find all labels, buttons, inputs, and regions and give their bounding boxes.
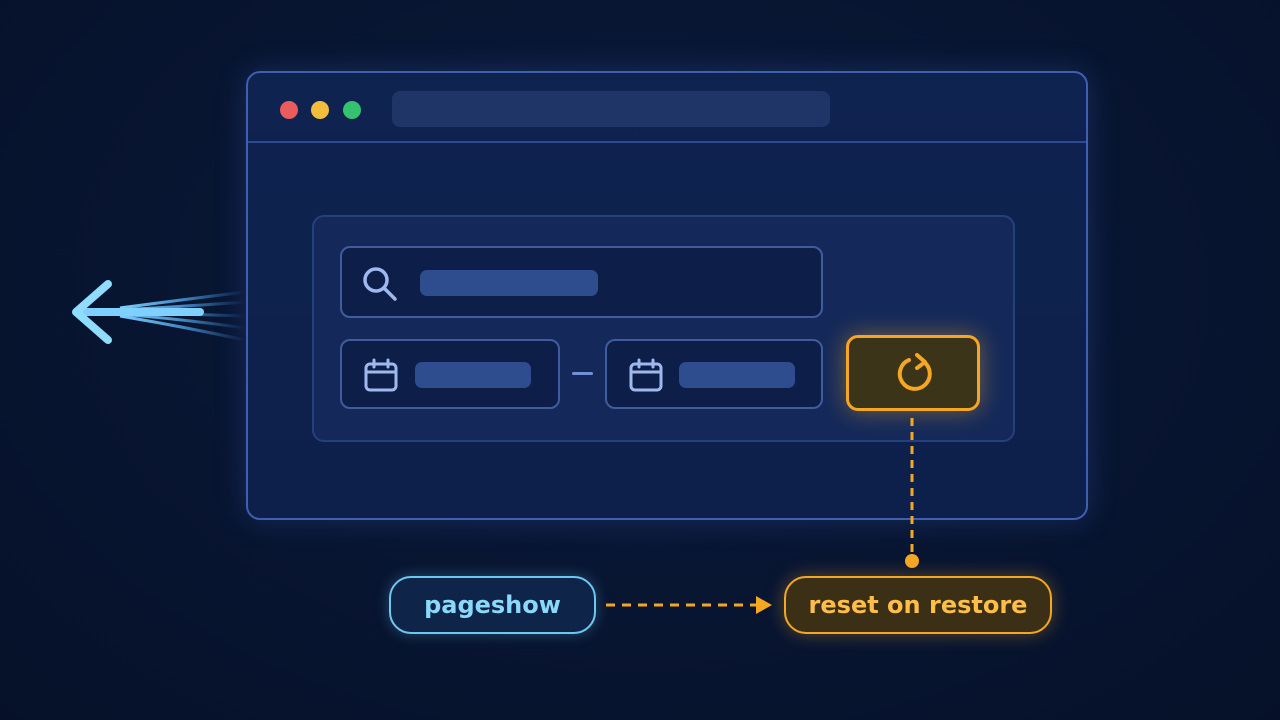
maximize-window-dot[interactable] <box>343 101 361 119</box>
search-input[interactable] <box>340 246 823 318</box>
date-to-field[interactable] <box>605 339 823 409</box>
date-from-placeholder-bar <box>415 362 531 388</box>
search-icon <box>363 267 397 301</box>
minimize-window-dot[interactable] <box>311 101 329 119</box>
refresh-icon <box>897 353 932 391</box>
date-to-placeholder-bar <box>679 362 795 388</box>
search-placeholder-bar <box>420 270 598 296</box>
connector-endpoint-dot <box>905 554 919 568</box>
calendar-icon <box>629 358 663 392</box>
reset-button[interactable] <box>846 335 980 411</box>
back-arrow-icon <box>72 280 246 344</box>
date-range-separator <box>572 372 593 375</box>
pageshow-event-label: pageshow <box>389 576 596 634</box>
arrowhead-icon <box>756 596 772 614</box>
address-bar[interactable] <box>392 91 830 127</box>
calendar-icon <box>364 358 398 392</box>
date-from-field[interactable] <box>340 339 560 409</box>
browser-titlebar <box>248 73 1086 143</box>
close-window-dot[interactable] <box>280 101 298 119</box>
reset-on-restore-label: reset on restore <box>784 576 1052 634</box>
